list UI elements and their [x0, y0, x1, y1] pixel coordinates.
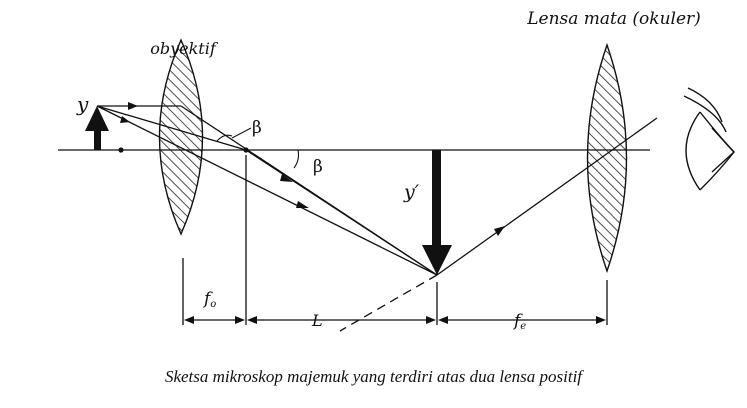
eye-lens	[586, 42, 628, 274]
dimension-lines	[182, 155, 608, 325]
image-label: y′	[403, 181, 420, 203]
objective-lens-label: obyektif	[150, 39, 219, 58]
objective-lens	[158, 38, 204, 236]
object-arrow	[85, 106, 109, 150]
focal-objective-label: fo	[202, 289, 216, 310]
angle-arc-1	[216, 134, 233, 142]
tube-length-label: L	[311, 311, 323, 330]
figure-caption: Sketsa mikroskop majemuk yang terdiri at…	[164, 367, 583, 386]
object-label: y	[76, 92, 89, 116]
dimension-arrowheads	[184, 316, 606, 324]
image-arrow	[422, 150, 452, 275]
object-focal-point	[118, 147, 124, 153]
eye-lens-label: Lensa mata (okuler)	[526, 9, 701, 29]
light-rays	[96, 105, 658, 332]
angle-label-1: β	[252, 118, 262, 138]
eye-icon	[683, 87, 735, 191]
ray-arrowheads	[120, 102, 505, 236]
focal-eye-label: fe	[512, 311, 526, 332]
angle-arc-2	[293, 149, 300, 169]
angle-label-2: β	[313, 157, 323, 177]
